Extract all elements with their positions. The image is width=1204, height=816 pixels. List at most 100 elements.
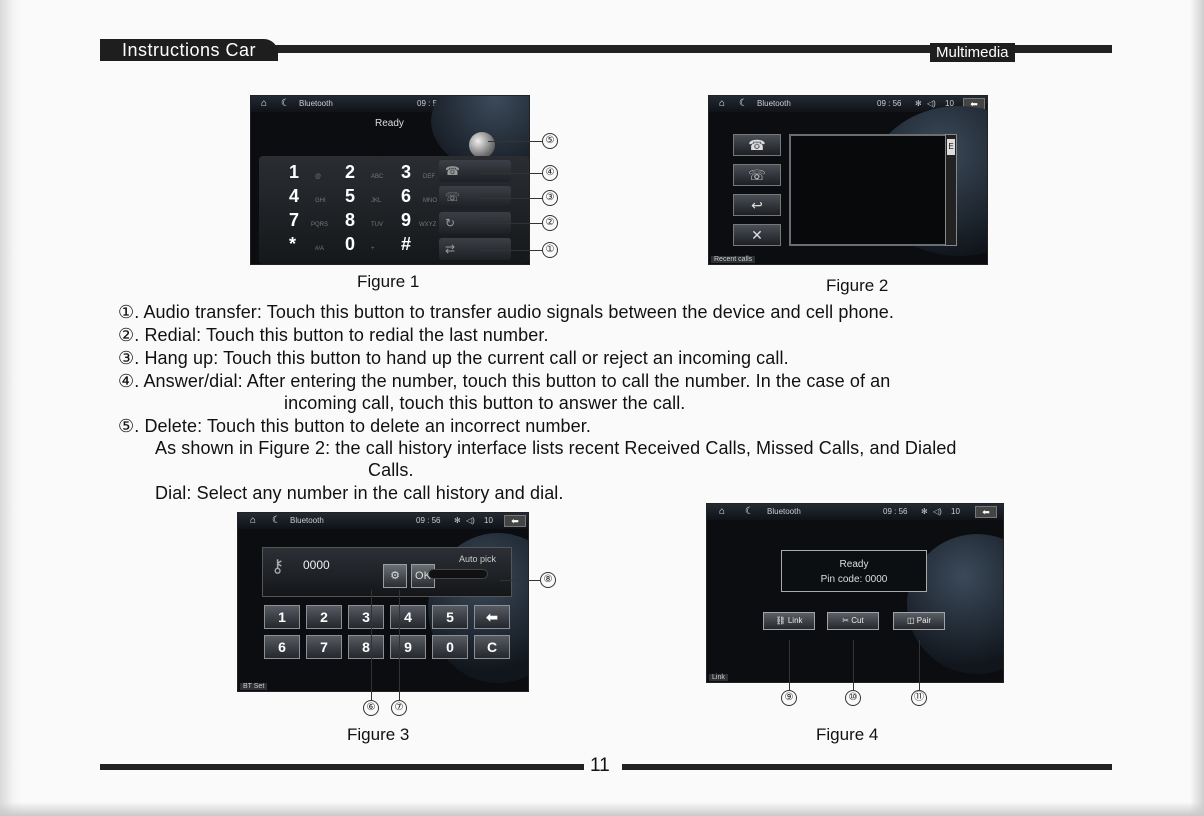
key-5[interactable]: 5 — [345, 186, 356, 206]
bt-key-clear[interactable]: C — [474, 635, 510, 659]
pin-code: Pin code: 0000 — [820, 574, 888, 585]
item-redial: ②. Redial: Touch this button to redial t… — [118, 325, 549, 345]
key-0[interactable]: 0 — [345, 234, 356, 254]
key-3[interactable]: 3 — [401, 162, 412, 182]
key-2[interactable]: 2 — [345, 162, 356, 182]
auto-pick-toggle[interactable] — [428, 569, 488, 579]
callout-8: ⑧ — [540, 572, 556, 588]
bt-key-3[interactable]: 3 — [348, 605, 384, 629]
callout-11: ⑪ — [911, 690, 927, 706]
key-icon: ⚷ — [271, 556, 285, 576]
answer-dial-button[interactable]: ☎ — [439, 160, 511, 182]
audio-transfer-button[interactable]: ⇄ — [439, 238, 511, 260]
auto-pick-label: Auto pick — [459, 554, 497, 564]
pair-button[interactable]: ◫ Pair — [893, 612, 945, 630]
home-icon: ⌂ — [250, 515, 257, 526]
key-1[interactable]: 1 — [289, 162, 300, 182]
clock: 09 : 56 — [883, 507, 908, 516]
callout-line-4 — [480, 173, 542, 174]
figure1-caption: Figure 1 — [357, 272, 420, 291]
bt-key-5[interactable]: 5 — [432, 605, 468, 629]
figure2-description: As shown in Figure 2: the call history i… — [155, 438, 957, 458]
bt-key-7[interactable]: 7 — [306, 635, 342, 659]
key-5-sub: JKL — [371, 198, 382, 204]
received-calls-button[interactable]: ☎ — [733, 134, 781, 156]
key-8-sub: TUV — [371, 222, 383, 228]
call-icon: ☾ — [739, 98, 748, 109]
bt-key-8[interactable]: 8 — [348, 635, 384, 659]
bluetooth-label: Bluetooth — [290, 516, 324, 525]
key-1-sub: @ — [315, 174, 322, 180]
home-icon: ⌂ — [719, 98, 726, 109]
missed-call-icon: ☏ — [748, 167, 766, 183]
callout-9: ⑨ — [781, 690, 797, 706]
key-hash[interactable]: # — [401, 234, 412, 254]
pairing-info-box: Ready Pin code: 0000 — [781, 550, 927, 592]
missed-calls-button[interactable]: ☏ — [733, 164, 781, 186]
header-rule — [100, 45, 1112, 53]
callout-line-1 — [480, 250, 542, 251]
clock: 09 : 56 — [416, 516, 441, 525]
phone-hangup-icon: ☏ — [445, 190, 461, 204]
home-icon: ⌂ — [719, 506, 726, 517]
key-2-sub: ABC — [371, 174, 384, 180]
gear-icon: ⚙ — [390, 570, 400, 582]
bt-key-9[interactable]: 9 — [390, 635, 426, 659]
ok-button[interactable]: OK — [411, 564, 435, 588]
cut-button[interactable]: ✂ Cut — [827, 612, 879, 630]
call-history-list[interactable] — [789, 134, 949, 246]
key-star[interactable]: * — [289, 234, 297, 254]
key-8[interactable]: 8 — [345, 210, 356, 230]
figure4-screen: ⌂ ☾ Bluetooth 09 : 56 ✻ ◁) 10 ⬅ Ready Pi… — [706, 503, 1004, 683]
clock: 09 : 56 — [877, 99, 902, 108]
callout-line-10 — [853, 640, 854, 690]
callout-line-3 — [480, 198, 542, 199]
status-bar: ⌂ ☾ Bluetooth 09 : 56 ✻ ◁) 10 ⬅ — [238, 513, 528, 529]
call-icon: ☾ — [281, 98, 290, 109]
figure3-screen: ⌂ ☾ Bluetooth 09 : 56 ✻ ◁) 10 ⬅ ⚷ 0000 ⚙… — [237, 512, 529, 692]
phone-answer-icon: ☎ — [445, 164, 460, 178]
item-audio-transfer: ①. Audio transfer: Touch this button to … — [118, 302, 894, 322]
callout-4: ④ — [542, 165, 558, 181]
clock: 09 : 56 — [417, 99, 442, 108]
dialed-call-icon: ↩ — [751, 197, 763, 213]
hang-up-button[interactable]: ☏ — [439, 186, 511, 208]
key-9-sub: WXYZ — [419, 222, 437, 228]
bt-key-6[interactable]: 6 — [264, 635, 300, 659]
delete-button[interactable] — [469, 132, 495, 158]
key-4[interactable]: 4 — [289, 186, 300, 206]
volume-level: 10 — [484, 516, 493, 525]
volume-level: 10 — [951, 507, 960, 516]
bluetooth-label: Bluetooth — [757, 99, 791, 108]
scroll-thumb[interactable]: E — [947, 139, 955, 155]
bluetooth-icon: ✻ — [454, 516, 461, 525]
bt-key-2[interactable]: 2 — [306, 605, 342, 629]
back-arrow-icon: ⬅ — [504, 515, 526, 527]
home-icon: ⌂ — [261, 98, 268, 109]
bt-key-backspace[interactable]: ⬅ — [474, 605, 510, 629]
key-9[interactable]: 9 — [401, 210, 412, 230]
dialed-calls-button[interactable]: ↩ — [733, 194, 781, 216]
link-button[interactable]: ⛓ Link — [763, 612, 815, 630]
key-7[interactable]: 7 — [289, 210, 300, 230]
bt-key-1[interactable]: 1 — [264, 605, 300, 629]
key-6[interactable]: 6 — [401, 186, 412, 206]
bt-key-4[interactable]: 4 — [390, 605, 426, 629]
key-7-sub: PQRS — [311, 222, 329, 228]
call-history-scrollbar[interactable]: E — [945, 134, 957, 246]
key-3-sub: DEF — [423, 174, 435, 180]
key-4-sub: GHI — [315, 198, 326, 204]
figure1-screen: ⌂ ☾ Bluetooth 09 : 56 ✻ ◁) 10 ⬅ Ready 1 … — [250, 95, 530, 265]
key-star-sub: #/A — [315, 246, 325, 252]
bt-key-0[interactable]: 0 — [432, 635, 468, 659]
settings-button[interactable]: ⚙ — [383, 564, 407, 588]
figure3-caption: Figure 3 — [347, 725, 410, 744]
callout-line-7 — [399, 590, 400, 700]
delete-calls-button[interactable]: ✕ — [733, 224, 781, 246]
redial-icon: ↻ — [445, 216, 456, 230]
phone-icon: ☎ — [748, 137, 766, 153]
pair-icon: ◫ — [906, 616, 917, 625]
callout-5: ⑤ — [542, 133, 558, 149]
redial-button[interactable]: ↻ — [439, 212, 511, 234]
pin-value: 0000 — [303, 558, 330, 572]
